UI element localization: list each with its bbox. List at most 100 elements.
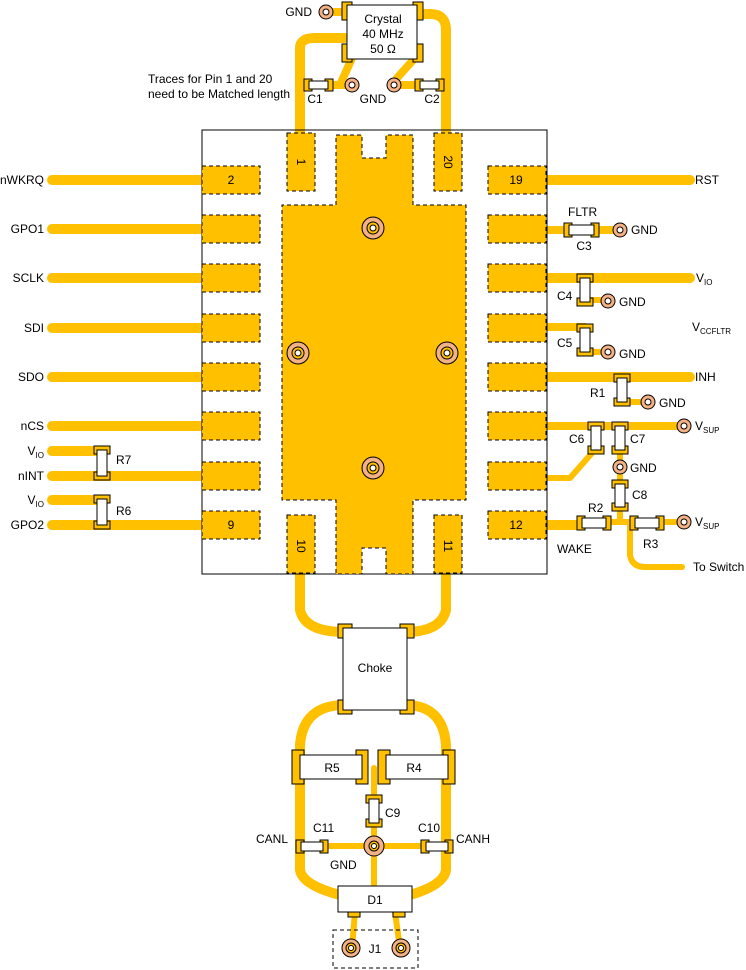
pin-label-2: 2	[228, 173, 235, 187]
pin-pad-right-16	[487, 313, 547, 343]
j1-label: J1	[369, 942, 382, 956]
capacitor-c2	[414, 78, 445, 92]
crystal-label-line3: 50 Ω	[370, 42, 396, 56]
capacitor-c4	[576, 273, 594, 307]
canh-label: CANH	[456, 832, 490, 846]
pin-label-1: 1	[294, 159, 308, 166]
connector-j1-pin-right	[391, 938, 411, 958]
pin-pad-2	[201, 165, 261, 195]
capacitor-c1	[303, 78, 334, 92]
trace-pin1-crystal	[295, 33, 350, 155]
pin-pad-left-6	[201, 362, 261, 392]
pin-pad-left-5	[201, 313, 261, 343]
capacitor-c7	[611, 421, 629, 455]
net-label-vio-r7: VIO	[28, 444, 44, 460]
via-vsup-top	[676, 418, 692, 434]
net-label-vsup-bottom: VSUP	[695, 515, 719, 531]
via-c4-gnd	[600, 293, 616, 309]
net-label-rst: RST	[695, 173, 720, 187]
trace-pin20-crystal	[410, 9, 451, 155]
capacitor-c3	[563, 222, 600, 238]
r2-label: R2	[588, 501, 604, 515]
canl-label: CANL	[256, 832, 288, 846]
pin-pad-right-18	[487, 214, 547, 244]
pin-pad-10	[286, 514, 316, 574]
ic-outline	[201, 129, 548, 575]
gnd-label-c4: GND	[619, 295, 646, 309]
d1-label: D1	[367, 893, 383, 907]
pin-pad-left-4	[201, 263, 261, 293]
pin-label-20: 20	[441, 155, 455, 169]
thermal-via-bottom	[361, 456, 385, 480]
trace-c2-crystal	[393, 54, 419, 82]
crystal-label-line2: 40 MHz	[362, 27, 403, 41]
c10-label: C10	[418, 821, 440, 835]
resistor-r5	[291, 749, 369, 785]
net-label-sdo: SDO	[18, 370, 44, 384]
trace-to-switch	[627, 522, 685, 570]
pin-pad-right-17	[487, 263, 547, 293]
net-label-vccfltr: VCCFLTR	[692, 320, 731, 336]
capacitor-c11	[295, 839, 329, 854]
c9-label: C9	[385, 806, 401, 820]
pin-pad-left-8	[201, 461, 261, 491]
capacitor-c6	[587, 421, 605, 455]
capacitor-c10	[420, 839, 454, 854]
capacitor-c5	[576, 323, 594, 357]
wake-label: WAKE	[557, 542, 592, 556]
pin-pad-9	[201, 510, 261, 540]
resistor-r6	[93, 494, 111, 530]
r5-label: R5	[324, 761, 340, 775]
c8-label: C8	[632, 488, 648, 502]
thermal-via-top	[361, 216, 385, 240]
gnd-label-r1: GND	[659, 396, 686, 410]
matched-length-note-line2: need to be Matched length	[148, 87, 290, 101]
c1-label: C1	[307, 92, 323, 106]
c4-label: C4	[557, 289, 573, 303]
net-label-vio-r6: VIO	[28, 493, 44, 509]
pin-pad-left-7	[201, 411, 261, 441]
pin-label-19: 19	[509, 173, 523, 187]
choke	[337, 623, 415, 715]
trace-choke-canl	[295, 700, 350, 900]
thermal-pad	[281, 134, 467, 575]
net-label-sdi: SDI	[24, 321, 44, 335]
gnd-label-c5: GND	[619, 347, 646, 361]
net-label-inh: INH	[695, 370, 716, 384]
pin-pad-left-3	[201, 214, 261, 244]
r6-label: R6	[116, 504, 132, 518]
net-label-ncs: nCS	[21, 419, 44, 433]
net-label-sclk: SCLK	[13, 271, 44, 285]
c11-label: C11	[313, 821, 334, 835]
c5-label: C5	[557, 336, 573, 350]
pin-label-11: 11	[441, 540, 455, 553]
resistor-r2	[576, 515, 612, 531]
c2-label: C2	[424, 92, 440, 106]
capacitor-c9	[365, 794, 383, 828]
pin-pad-12	[487, 510, 547, 540]
pin-pad-right-13	[487, 461, 547, 491]
pin-label-9: 9	[228, 518, 235, 532]
resistor-r4	[377, 749, 456, 785]
gnd-label-crystal: GND	[360, 92, 387, 106]
via-c7-gnd	[612, 459, 628, 475]
via-c3-gnd	[612, 222, 628, 238]
net-label-nint: nINT	[18, 469, 45, 483]
r4-label: R4	[406, 761, 422, 775]
via-c1-gnd	[344, 77, 360, 93]
net-label-vio-right: VIO	[696, 271, 712, 287]
capacitor-c8	[611, 479, 629, 512]
choke-label: Choke	[358, 661, 393, 675]
connector-j1-outline	[332, 929, 419, 969]
pin-pad-11	[433, 514, 463, 574]
gnd-label-c3: GND	[631, 223, 658, 237]
via-c2-gnd	[386, 77, 402, 93]
r3-label: R3	[643, 537, 659, 551]
net-label-nwkrq: nWKRQ	[0, 173, 44, 187]
via-gnd-crystal-top	[318, 4, 334, 20]
via-c5-gnd	[600, 344, 616, 360]
pin-pad-right-15	[487, 362, 547, 392]
pin-pad-right-14	[487, 411, 547, 441]
net-label-vsup-top: VSUP	[695, 419, 719, 435]
trace-pin10-choke	[295, 555, 350, 637]
